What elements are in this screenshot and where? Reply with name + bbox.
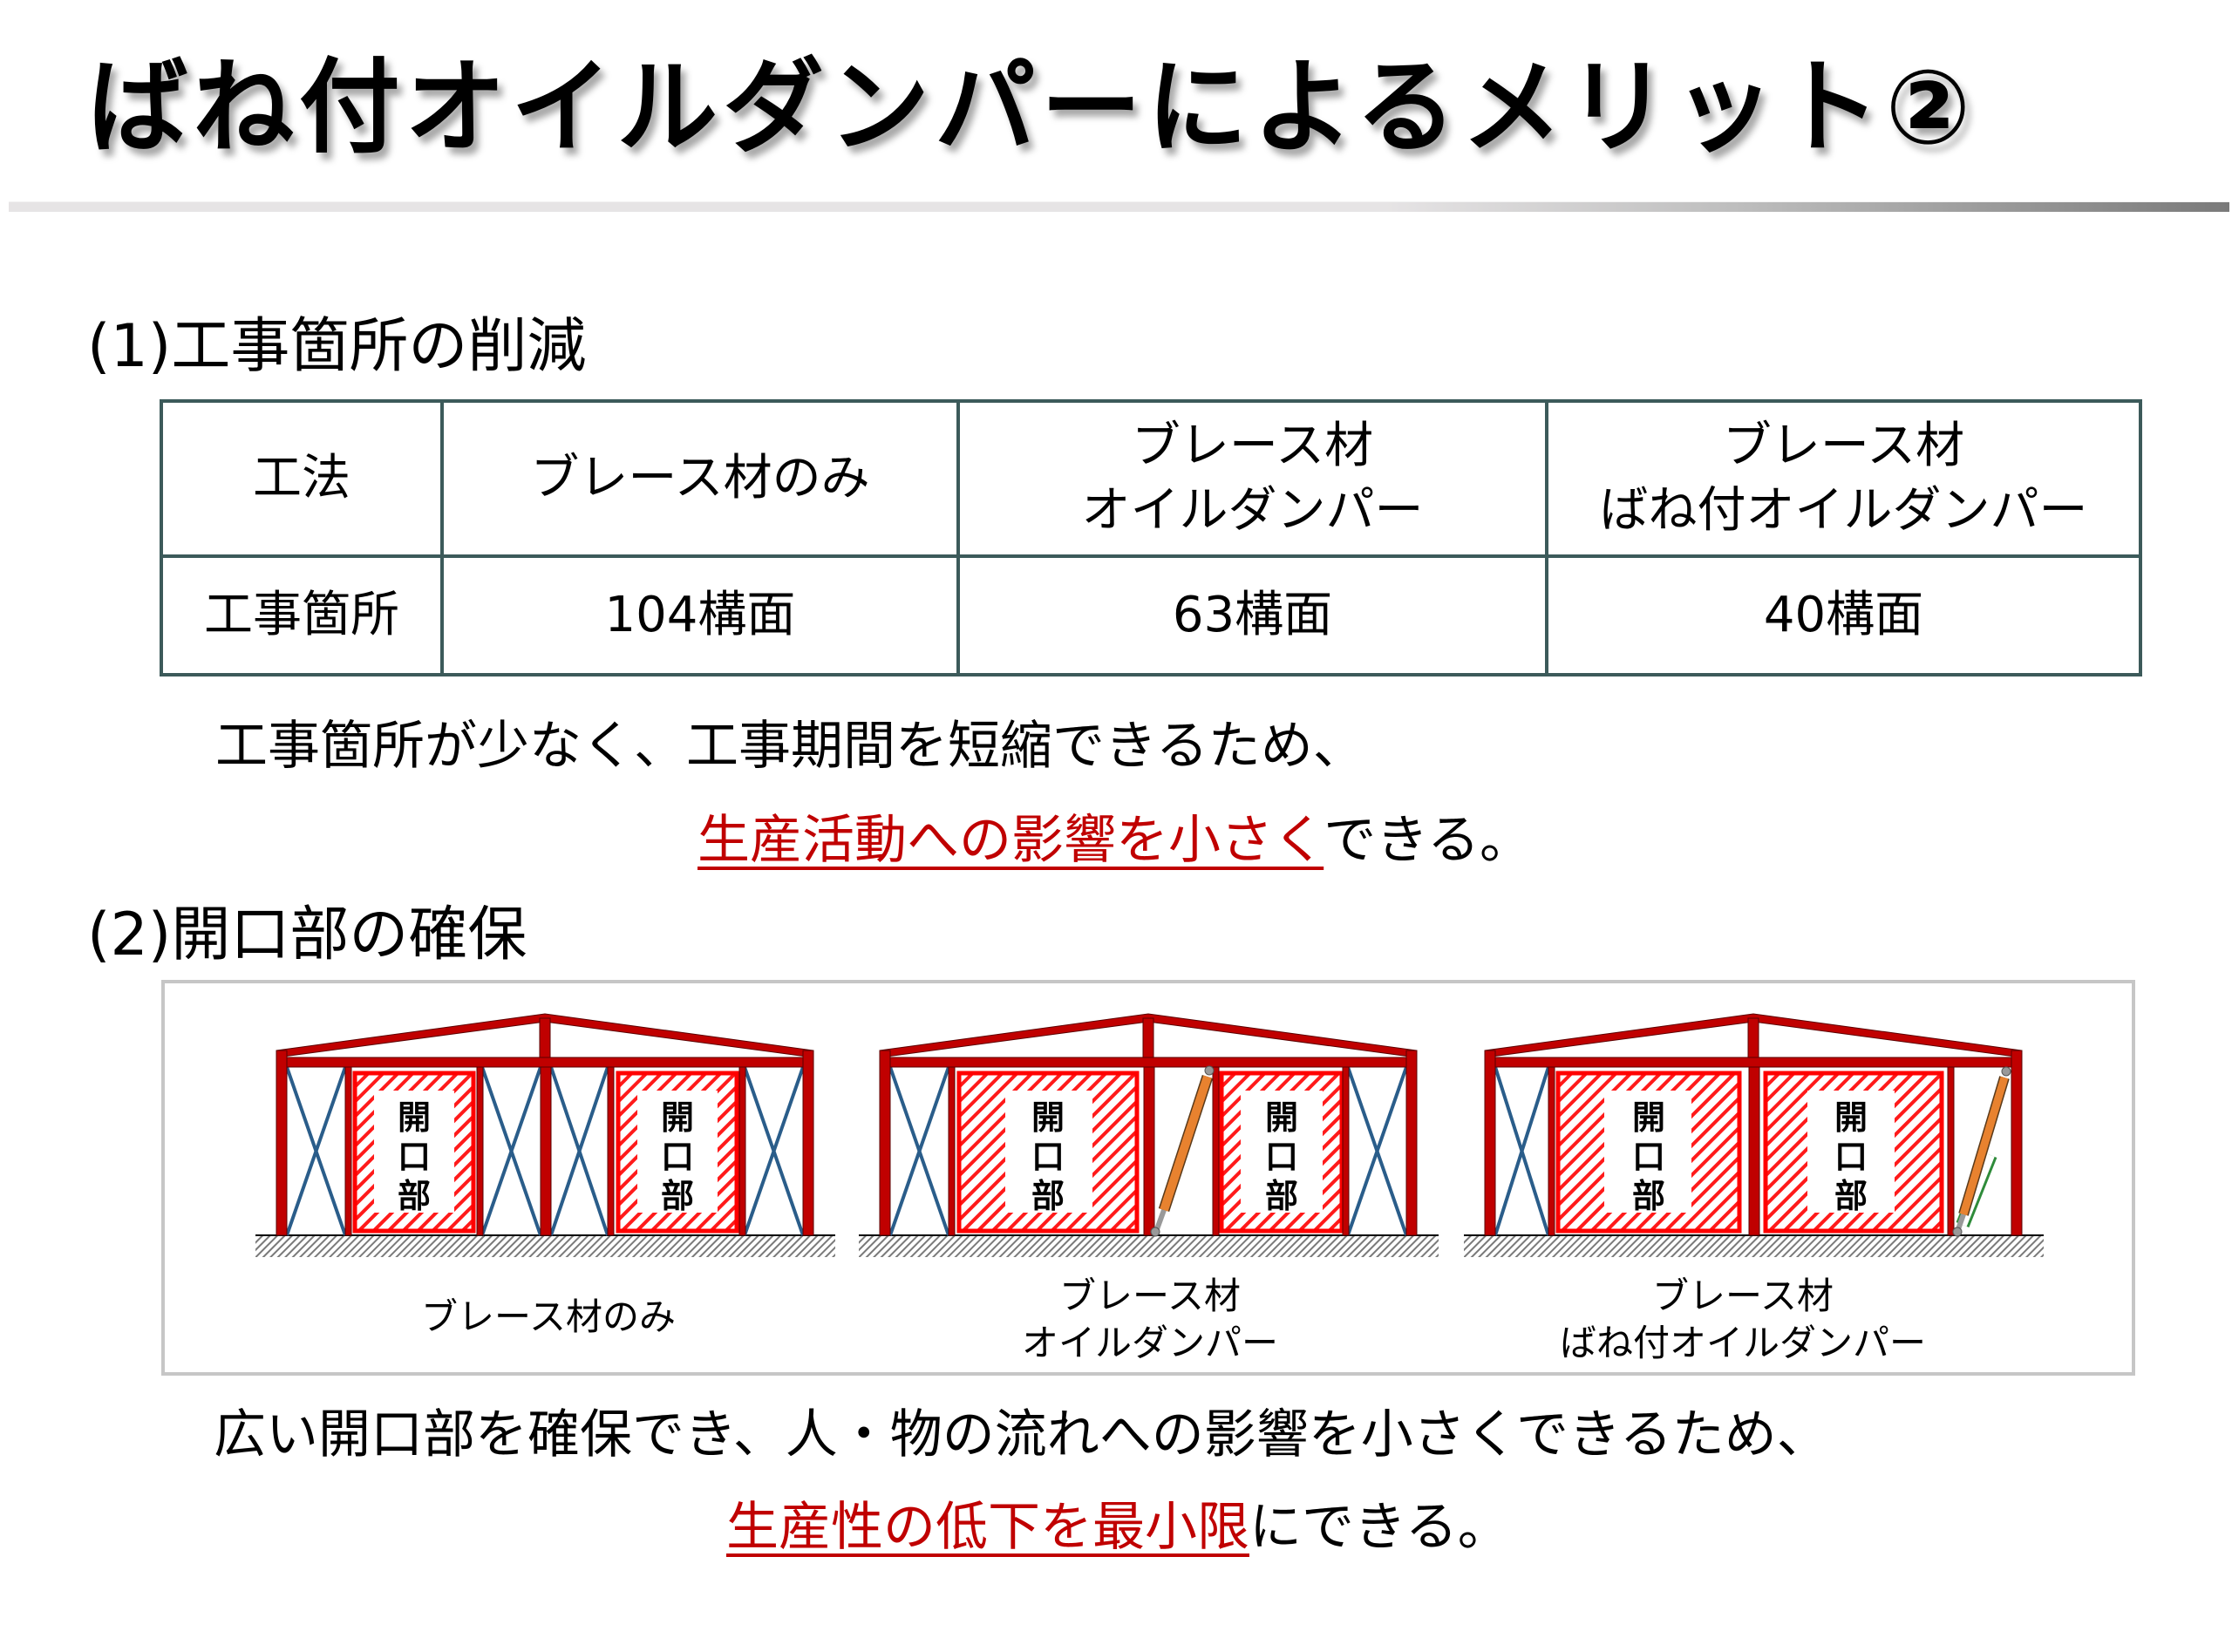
svg-text:部: 部	[1265, 1177, 1298, 1215]
caption-brace-spring-oil-damper: ブレース材 ばね付オイルダンパー	[1534, 1273, 1952, 1367]
cell-brace-oil-damper: 63構面	[956, 554, 1548, 676]
svg-text:部: 部	[398, 1177, 431, 1215]
caption-brace-only: ブレース材のみ	[374, 1294, 723, 1341]
header-brace-oil-damper: ブレース材 オイルダンパー	[956, 399, 1548, 558]
frame-brace-oil-damper: 開 口 部 開 口 部	[859, 1013, 1439, 1257]
row-label: 工事箇所	[160, 554, 444, 676]
header-method: 工法	[160, 399, 444, 558]
svg-text:部: 部	[661, 1177, 694, 1215]
section1-conclusion-line2: 生産活動への影響を小さくできる。	[698, 807, 1532, 874]
svg-text:開: 開	[1834, 1098, 1868, 1137]
header-brace-spring-oil-damper: ブレース材 ばね付オイルダンパー	[1545, 399, 2142, 558]
caption-brace-only-line1: ブレース材のみ	[421, 1295, 676, 1338]
header-col3-line2: ばね付オイルダンパー	[1599, 482, 2088, 539]
caption-col2-line2: オイルダンパー	[1021, 1322, 1278, 1364]
header-col2-line2: オイルダンパー	[1081, 482, 1424, 539]
frames-illustration: 開 口 部 開 口 部	[255, 1013, 2044, 1257]
svg-text:口: 口	[1834, 1138, 1868, 1176]
svg-text:開: 開	[661, 1098, 694, 1137]
header-col2-line1: ブレース材	[1131, 418, 1374, 474]
caption-col2-line1: ブレース材	[1059, 1275, 1241, 1317]
opening-comparison-diagram: 開 口 部 開 口 部	[161, 980, 2135, 1376]
spring-oil-damper-icon	[1952, 1066, 2011, 1237]
section1-conclusion-line1: 工事箇所が少なく、工事期間を短縮できるため、	[215, 716, 1365, 777]
caption-col3-line2: ばね付オイルダンパー	[1559, 1322, 1926, 1364]
oil-damper-icon	[1150, 1065, 1215, 1237]
slide-title: ばね付オイルダンパーによるメリット②	[87, 47, 1977, 167]
section1-conclusion-rest: できる。	[1324, 810, 1533, 871]
header-col3-line1: ブレース材	[1722, 418, 1965, 474]
section2-heading: (2)開口部の確保	[87, 901, 527, 969]
caption-col3-line1: ブレース材	[1652, 1275, 1834, 1317]
svg-text:部: 部	[1834, 1177, 1868, 1215]
svg-text:開: 開	[1632, 1098, 1665, 1137]
svg-text:口: 口	[661, 1138, 694, 1176]
section2-conclusion-line2: 生産性の低下を最小限にできる。	[726, 1494, 1510, 1560]
section2-highlight: 生産性の低下を最小限	[726, 1497, 1249, 1558]
header-brace-only: ブレース材のみ	[440, 399, 960, 558]
svg-text:部: 部	[1031, 1177, 1065, 1215]
cell-brace-spring-oil-damper: 40構面	[1545, 554, 2142, 676]
header-method-label: 工法	[253, 450, 350, 506]
section2-conclusion-line1: 広い開口部を確保でき、人・物の流れへの影響を小さくできるため、	[214, 1404, 1829, 1465]
comparison-table: 工法 ブレース材のみ ブレース材 オイルダンパー ブレース材 ばね付オイルダンパ…	[160, 399, 2142, 676]
table-row: 工事箇所 104構面 63構面 40構面	[160, 554, 2142, 676]
frame-brace-spring-oil-damper: 開 口 部 開 口 部	[1464, 1013, 2044, 1257]
svg-text:口: 口	[1632, 1138, 1665, 1176]
section1-heading: (1)工事箇所の削減	[87, 312, 587, 381]
table-header-row: 工法 ブレース材のみ ブレース材 オイルダンパー ブレース材 ばね付オイルダンパ…	[160, 399, 2142, 558]
svg-text:開: 開	[1031, 1098, 1065, 1137]
svg-text:部: 部	[1632, 1177, 1665, 1215]
title-divider	[9, 201, 2229, 212]
svg-text:開: 開	[398, 1098, 431, 1137]
svg-text:口: 口	[398, 1138, 431, 1176]
caption-brace-oil-damper: ブレース材 オイルダンパー	[976, 1273, 1324, 1367]
svg-text:開: 開	[1265, 1098, 1298, 1137]
section1-highlight: 生産活動への影響を小さく	[698, 810, 1324, 871]
frame-brace-only: 開 口 部 開 口 部	[255, 1013, 835, 1257]
cell-brace-only: 104構面	[440, 554, 960, 676]
svg-text:口: 口	[1265, 1138, 1298, 1176]
header-brace-only-label: ブレース材のみ	[530, 450, 870, 506]
section2-conclusion-rest: にできる。	[1249, 1497, 1510, 1558]
svg-text:口: 口	[1031, 1138, 1065, 1176]
